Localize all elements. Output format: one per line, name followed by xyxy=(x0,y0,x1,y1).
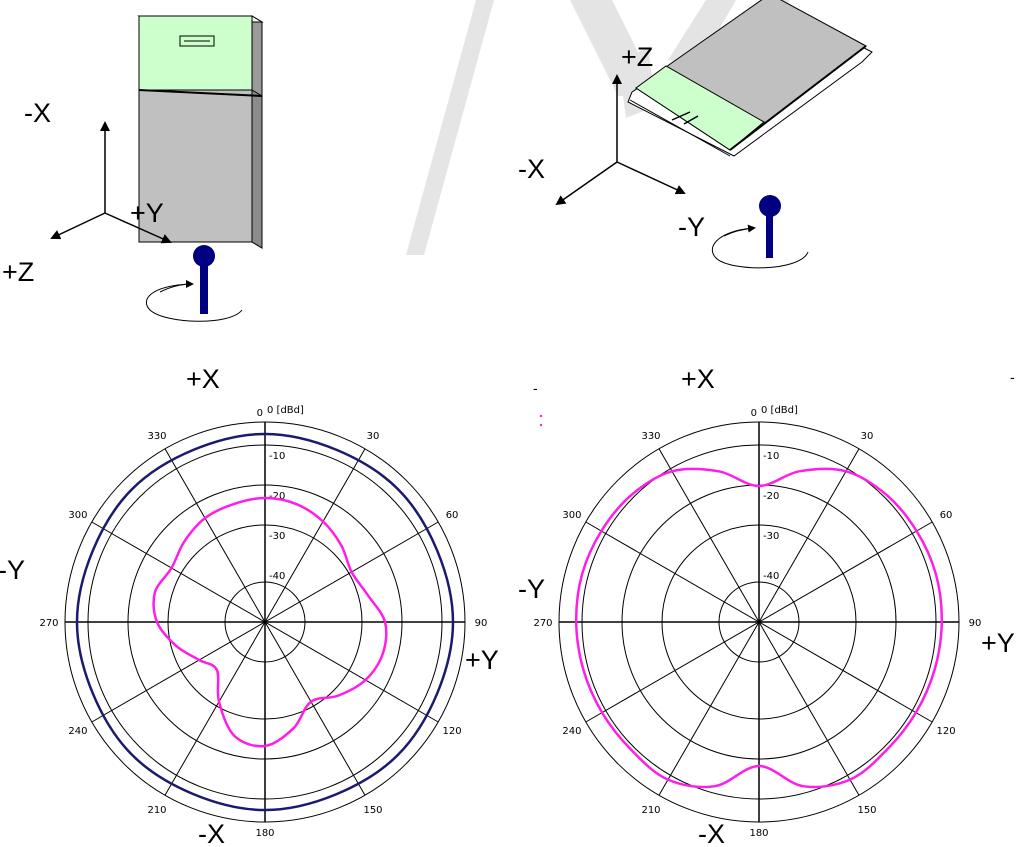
polar-right-label-bottom: -X xyxy=(698,819,725,847)
angle-label: 300 xyxy=(562,510,581,521)
angle-label: 30 xyxy=(367,431,380,442)
angle-label: 270 xyxy=(533,618,552,629)
radial-tick-label: -10 xyxy=(269,451,285,462)
board-ground-area xyxy=(138,89,253,243)
axes-left xyxy=(50,121,172,244)
angle-label: 120 xyxy=(443,726,462,737)
antenna-ball-right xyxy=(759,195,781,217)
angle-label: 60 xyxy=(940,510,953,521)
angle-label: 210 xyxy=(147,805,166,816)
angle-label: 180 xyxy=(255,828,274,839)
antenna-pole-right xyxy=(766,206,773,258)
angle-label: 270 xyxy=(39,618,58,629)
angle-label: 90 xyxy=(969,618,982,629)
polar-left-label-bottom: -X xyxy=(198,819,225,847)
board-antenna-area-flat xyxy=(635,65,765,151)
polar-left-label-top: +X xyxy=(186,364,220,394)
axes-right xyxy=(555,74,686,206)
angle-label: 60 xyxy=(446,510,459,521)
axis-label-neg-x: -X xyxy=(24,98,51,128)
polar-left-label-right: +Y xyxy=(465,645,499,675)
radial-tick-label: -40 xyxy=(269,571,285,582)
angle-label: 90 xyxy=(475,618,488,629)
board-antenna-area xyxy=(138,15,253,91)
angle-label: 30 xyxy=(861,431,874,442)
pattern-series-0 xyxy=(574,467,944,789)
polar-spoke xyxy=(164,448,366,796)
angle-label: 150 xyxy=(857,805,876,816)
antenna-pole xyxy=(200,256,208,314)
axis-label-neg-y-right: -Y xyxy=(678,212,705,242)
pattern-series-0 xyxy=(75,432,455,812)
polar-spoke xyxy=(658,448,860,796)
zero-tick-label: 0 xyxy=(751,408,757,419)
stray-mark-2: - xyxy=(1010,369,1015,385)
unit-label: 0 [dBd] xyxy=(267,405,304,416)
radial-tick-label: -20 xyxy=(269,491,285,502)
pattern-series-1 xyxy=(152,496,388,748)
angle-label: 330 xyxy=(147,431,166,442)
polar-right-label-top: +X xyxy=(681,364,715,394)
angle-label: 120 xyxy=(937,726,956,737)
radial-tick-label: -30 xyxy=(763,531,779,542)
radial-tick-label: -30 xyxy=(269,531,285,542)
antenna-ball xyxy=(193,245,215,267)
device-upright xyxy=(137,15,264,249)
angle-label: 180 xyxy=(749,828,768,839)
angle-label: 150 xyxy=(363,805,382,816)
radial-tick-label: -10 xyxy=(763,451,779,462)
axis-label-pos-y: +Y xyxy=(130,198,164,228)
axis-label-pos-z: +Z xyxy=(2,257,34,287)
polar-left-label-left: -Y xyxy=(0,555,25,585)
axis-label-pos-z-right: +Z xyxy=(621,42,653,72)
angle-label: 210 xyxy=(641,805,660,816)
stray-mark-1: - xyxy=(533,380,538,396)
unit-label: 0 [dBd] xyxy=(761,405,798,416)
radial-tick-label: -40 xyxy=(763,571,779,582)
angle-label: 330 xyxy=(641,431,660,442)
device-flat xyxy=(627,0,873,157)
angle-label: 240 xyxy=(68,726,87,737)
radial-tick-label: -20 xyxy=(763,491,779,502)
rotation-indicator-left xyxy=(145,245,243,322)
rotation-indicator-right xyxy=(711,195,809,269)
axis-label-neg-x-right: -X xyxy=(518,154,545,184)
stray-dots xyxy=(539,414,543,427)
polar-chart-right: +X -Y +Y -X 330 30 300 60 270 90 240 120 210 150 1… xyxy=(518,364,1015,847)
polar-chart-left: +X -Y +Y -X 330 30 300 60 270 90 240 120 210 150 1… xyxy=(0,364,499,847)
polar-right-label-right: +Y xyxy=(981,628,1015,658)
angle-label: 240 xyxy=(562,726,581,737)
polar-right-label-left: -Y xyxy=(518,574,545,604)
zero-tick-label: 0 xyxy=(257,408,263,419)
angle-label: 300 xyxy=(68,510,87,521)
